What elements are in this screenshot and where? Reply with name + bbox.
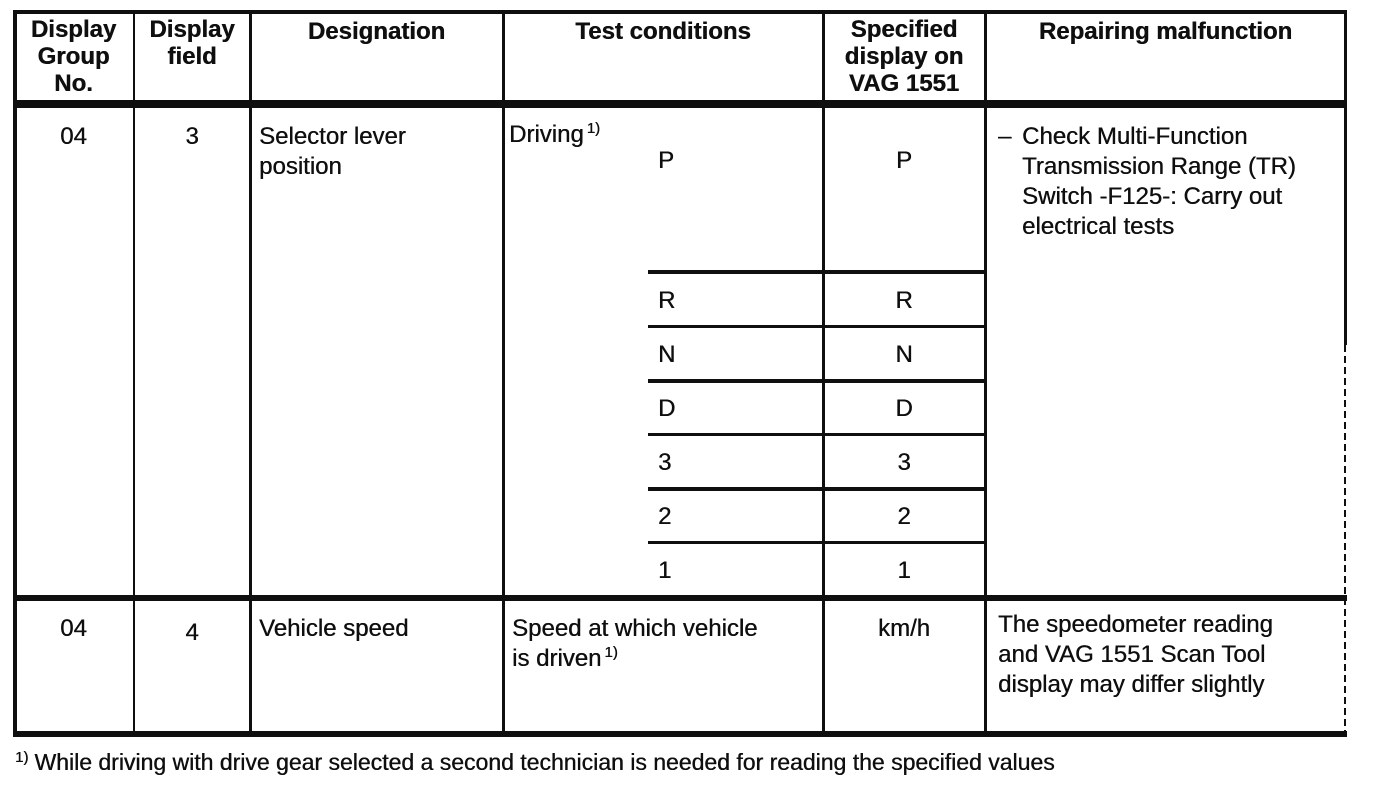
column-divider-3 [502, 10, 505, 731]
column-divider-5 [984, 10, 987, 731]
gear-position-p: P [658, 147, 675, 174]
row2-display-field: 4 [185, 619, 199, 646]
col-header-repairing-malfunction: Repairing malfunction [1038, 18, 1293, 45]
table-border-bottom [13, 731, 1347, 737]
column-divider-4 [822, 10, 825, 731]
table-border-right-dashed [1344, 345, 1346, 731]
specified-display-r: R [895, 287, 913, 314]
footnote-marker: 1) [15, 749, 29, 766]
row2-test-condition-text: Speed at which vehicle is driven [512, 615, 758, 672]
row2-repair-text: The speedometer reading and VAG 1551 Sca… [998, 611, 1273, 698]
gear-position-r: R [658, 287, 676, 314]
specified-display-3: 3 [897, 449, 911, 476]
row-separator [13, 595, 1347, 601]
gear-position-1: 1 [658, 557, 672, 584]
table-border-left [13, 10, 17, 737]
gear-subrow-separator-5 [648, 487, 985, 491]
header-separator [13, 100, 1347, 108]
footnote: 1) While driving with drive gear selected… [15, 748, 1345, 776]
gear-subrow-separator-1 [648, 270, 985, 274]
gear-position-2: 2 [658, 503, 672, 530]
row2-specified-display: km/h [877, 615, 930, 642]
specified-display-2: 2 [897, 503, 911, 530]
row2-footnote-marker: 1) [604, 644, 618, 661]
gear-subrow-separator-2 [648, 325, 985, 328]
table-border-right [1344, 10, 1347, 345]
table-border-top [13, 10, 1347, 14]
specified-display-1: 1 [897, 557, 911, 584]
row1-repair-text: Check Multi-Function Transmission Range … [1022, 123, 1296, 240]
col-header-test-conditions: Test conditions [575, 18, 751, 45]
row1-display-group-no: 04 [60, 123, 87, 150]
footnote-text: While driving with drive gear selected a… [34, 749, 1055, 775]
gear-subrow-separator-3 [648, 379, 985, 383]
gear-subrow-separator-6 [648, 541, 985, 544]
column-divider-1 [133, 10, 135, 731]
gear-position-n: N [658, 341, 676, 368]
row1-designation: Selector lever position [259, 123, 406, 180]
specified-display-d: D [895, 395, 913, 422]
row1-footnote-marker: 1) [586, 120, 601, 137]
gear-subrow-separator-4 [648, 433, 985, 436]
column-divider-2 [249, 10, 252, 731]
gear-position-d: D [658, 395, 676, 422]
col-header-designation: Designation [307, 18, 446, 45]
row2-designation: Vehicle speed [259, 615, 409, 642]
gear-position-3: 3 [658, 449, 672, 476]
row1-display-field: 3 [185, 123, 199, 150]
specified-display-n: N [895, 341, 913, 368]
col-header-display-field: Display field [149, 16, 235, 70]
row1-test-condition-text: Driving [509, 121, 584, 148]
row1-repair-bullet: – [998, 123, 1012, 150]
specified-display-p: P [895, 147, 912, 174]
col-header-specified-display: Specified display on VAG 1551 [844, 16, 964, 97]
row2-display-group-no: 04 [60, 615, 87, 642]
col-header-display-group-no: Display Group No. [30, 16, 117, 97]
